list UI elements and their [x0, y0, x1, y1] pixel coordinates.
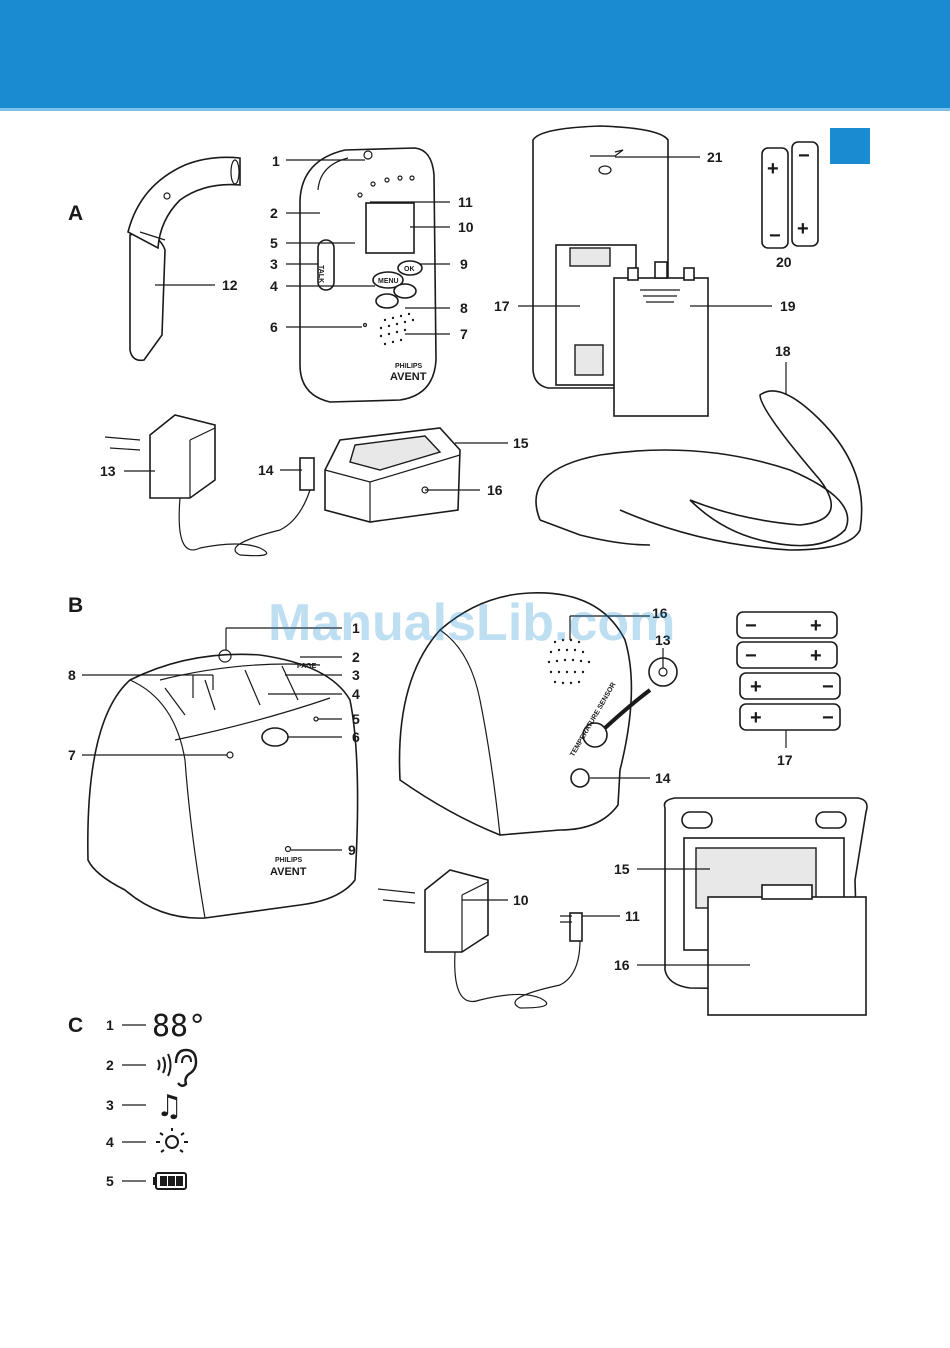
- belt-clip: [128, 157, 240, 360]
- battery-icon: [153, 1173, 186, 1189]
- label-a-1: 1: [272, 153, 280, 169]
- svg-text:−: −: [769, 225, 781, 247]
- svg-text:+: +: [810, 615, 822, 637]
- label-a-9: 9: [460, 256, 468, 272]
- label-a-13: 13: [100, 463, 116, 479]
- svg-text:−: −: [822, 707, 834, 729]
- label-a-11: 11: [458, 194, 473, 210]
- legend-number-4: 4: [106, 1134, 114, 1150]
- label-a-14: 14: [258, 462, 274, 478]
- svg-text:+: +: [750, 707, 762, 729]
- section-a-letter: A: [68, 202, 83, 225]
- temperature-display-icon: 88°: [152, 1009, 206, 1044]
- parent-unit-front: TALK MENU OK PHILIPS AVENT: [300, 148, 436, 402]
- watermark: ManualsLib.com: [268, 594, 675, 652]
- legend-number-3: 3: [106, 1097, 114, 1113]
- ok-button-label: OK: [404, 266, 415, 273]
- svg-text:+: +: [767, 158, 779, 180]
- sound-ear-icon: [158, 1050, 196, 1086]
- label-a-12: 12: [222, 277, 238, 293]
- svg-text:−: −: [798, 145, 810, 167]
- label-a-4: 4: [270, 278, 278, 294]
- label-b-3: 3: [352, 667, 360, 683]
- baby-unit-front: PAGE PHILIPS AVENT: [88, 650, 358, 918]
- night-light-icon: [156, 1128, 188, 1152]
- brand-avent-b: AVENT: [270, 866, 307, 878]
- label-a-2: 2: [270, 205, 278, 221]
- brand-philips-a: PHILIPS: [395, 363, 423, 370]
- label-a-21: 21: [707, 149, 723, 165]
- svg-text:−: −: [822, 676, 834, 698]
- power-adapter-b: [378, 870, 582, 1008]
- label-b-16-bottom: 16: [614, 957, 630, 973]
- charger-base: [325, 428, 460, 522]
- label-a-15: 15: [513, 435, 529, 451]
- legend-number-1: 1: [106, 1017, 114, 1033]
- aa-batteries: −+ −+ +− +−: [737, 612, 840, 730]
- svg-text:+: +: [750, 676, 762, 698]
- section-b-letter: B: [68, 594, 83, 617]
- power-adapter-a: [105, 415, 314, 556]
- panel-c-legend: 1 2 3 4 5 88° ♫: [106, 1009, 206, 1189]
- svg-text:+: +: [810, 645, 822, 667]
- label-a-17: 17: [494, 298, 510, 314]
- aaa-batteries: + − − +: [762, 142, 818, 248]
- label-a-6: 6: [270, 319, 278, 335]
- menu-button-label: MENU: [378, 278, 399, 285]
- baby-unit-base: [664, 798, 867, 1015]
- svg-text:−: −: [745, 645, 757, 667]
- label-b-9: 9: [348, 842, 356, 858]
- section-c-letter: C: [68, 1014, 83, 1037]
- label-b-6: 6: [352, 729, 360, 745]
- label-b-7: 7: [68, 747, 76, 763]
- label-a-10: 10: [458, 219, 474, 235]
- label-a-5: 5: [270, 235, 278, 251]
- label-a-20: 20: [776, 254, 792, 270]
- label-a-7: 7: [460, 326, 468, 342]
- label-a-16: 16: [487, 482, 503, 498]
- page-button-label: PAGE: [297, 663, 317, 670]
- label-a-3: 3: [270, 256, 278, 272]
- legend-number-5: 5: [106, 1173, 114, 1189]
- legend-number-2: 2: [106, 1057, 114, 1073]
- battery-cover-a: [614, 262, 708, 416]
- label-b-4: 4: [352, 686, 360, 702]
- label-b-17: 17: [777, 752, 793, 768]
- label-a-19: 19: [780, 298, 796, 314]
- svg-text:−: −: [745, 615, 757, 637]
- label-b-10: 10: [513, 892, 529, 908]
- music-note-icon: ♫: [156, 1089, 183, 1124]
- label-b-8: 8: [68, 667, 76, 683]
- brand-avent-a: AVENT: [390, 371, 427, 383]
- label-b-11: 11: [625, 908, 640, 924]
- label-b-14: 14: [655, 770, 671, 786]
- brand-philips-b: PHILIPS: [275, 857, 303, 864]
- label-b-15: 15: [614, 861, 630, 877]
- talk-button-label: TALK: [317, 265, 324, 283]
- svg-text:+: +: [797, 218, 809, 240]
- label-a-8: 8: [460, 300, 468, 316]
- label-a-18: 18: [775, 343, 791, 359]
- label-b-5: 5: [352, 711, 360, 727]
